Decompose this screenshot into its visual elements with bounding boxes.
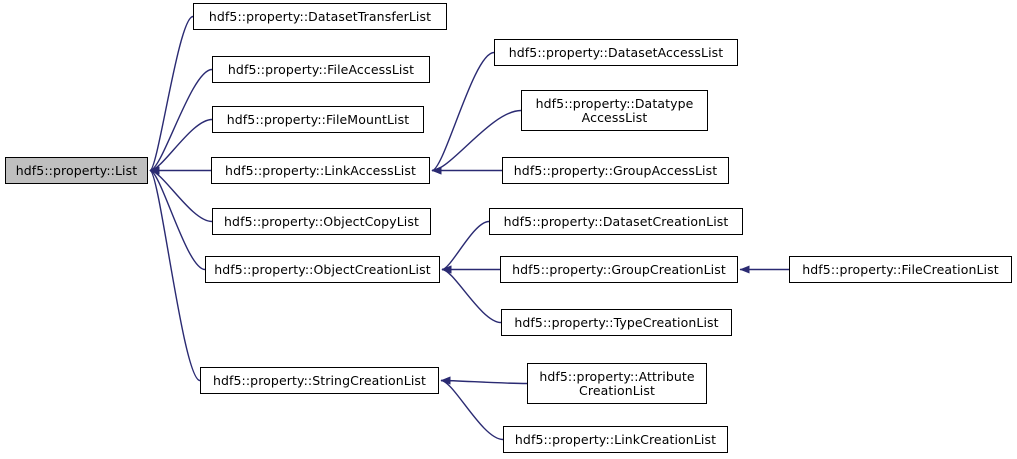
- node-string-creation-list[interactable]: hdf5::property::StringCreationList: [200, 367, 439, 394]
- node-link-access-list[interactable]: hdf5::property::LinkAccessList: [211, 157, 430, 184]
- edge-string-creation-list-to-list: [149, 166, 201, 382]
- node-dataset-access-list[interactable]: hdf5::property::DatasetAccessList: [494, 39, 738, 66]
- node-label: hdf5::property::DatasetAccessList: [508, 44, 724, 60]
- node-label: hdf5::property::FileCreationList: [802, 261, 999, 277]
- edge-file-access-list-to-list: [149, 68, 213, 175]
- node-file-mount-list[interactable]: hdf5::property::FileMountList: [212, 106, 424, 133]
- edge-type-creation-list-to-object-creation-list: [441, 265, 502, 324]
- node-label: hdf5::property::GroupCreationList: [512, 261, 726, 277]
- node-label: hdf5::property::DatasetCreationList: [503, 213, 729, 229]
- node-group-access-list[interactable]: hdf5::property::GroupAccessList: [502, 157, 729, 184]
- edge-attribute-creation-list-to-string-creation-list: [440, 376, 528, 385]
- node-label: hdf5::property::Datatype AccessList: [535, 96, 694, 125]
- node-label: hdf5::property::LinkCreationList: [514, 431, 717, 447]
- edge-object-creation-list-to-list: [149, 166, 206, 271]
- node-datatype-access-list[interactable]: hdf5::property::Datatype AccessList: [521, 90, 708, 131]
- node-dataset-transfer-list[interactable]: hdf5::property::DatasetTransferList: [193, 3, 447, 30]
- node-group-creation-list[interactable]: hdf5::property::GroupCreationList: [500, 256, 738, 283]
- node-link-creation-list[interactable]: hdf5::property::LinkCreationList: [503, 426, 728, 453]
- edge-dataset-creation-list-to-object-creation-list: [441, 220, 490, 274]
- node-attribute-creation-list[interactable]: hdf5::property::Attribute CreationList: [527, 363, 707, 404]
- node-label: hdf5::property::ObjectCreationList: [214, 261, 431, 277]
- node-label: hdf5::property::LinkAccessList: [225, 162, 416, 178]
- edge-dataset-access-list-to-link-access-list: [431, 51, 495, 175]
- node-label: hdf5::property::TypeCreationList: [514, 314, 719, 330]
- node-file-access-list[interactable]: hdf5::property::FileAccessList: [212, 56, 430, 83]
- edge-dataset-transfer-list-to-list: [149, 15, 194, 175]
- node-label: hdf5::property::ObjectCopyList: [224, 213, 419, 229]
- node-label: hdf5::property::GroupAccessList: [513, 162, 718, 178]
- edge-file-mount-list-to-list: [149, 118, 213, 175]
- node-list[interactable]: hdf5::property::List: [5, 157, 148, 184]
- node-label: hdf5::property::StringCreationList: [212, 372, 427, 388]
- node-label: hdf5::property::FileMountList: [226, 111, 410, 127]
- edge-object-copy-list-to-list: [149, 166, 213, 223]
- node-dataset-creation-list[interactable]: hdf5::property::DatasetCreationList: [489, 208, 743, 235]
- node-object-creation-list[interactable]: hdf5::property::ObjectCreationList: [205, 256, 440, 283]
- node-label: hdf5::property::DatasetTransferList: [208, 8, 432, 24]
- node-file-creation-list[interactable]: hdf5::property::FileCreationList: [789, 256, 1012, 283]
- node-object-copy-list[interactable]: hdf5::property::ObjectCopyList: [212, 208, 431, 235]
- node-label: hdf5::property::FileAccessList: [227, 61, 415, 77]
- edge-link-creation-list-to-string-creation-list: [440, 376, 504, 441]
- node-type-creation-list[interactable]: hdf5::property::TypeCreationList: [501, 309, 732, 336]
- node-label: hdf5::property::List: [15, 162, 138, 178]
- node-label: hdf5::property::Attribute CreationList: [539, 369, 695, 398]
